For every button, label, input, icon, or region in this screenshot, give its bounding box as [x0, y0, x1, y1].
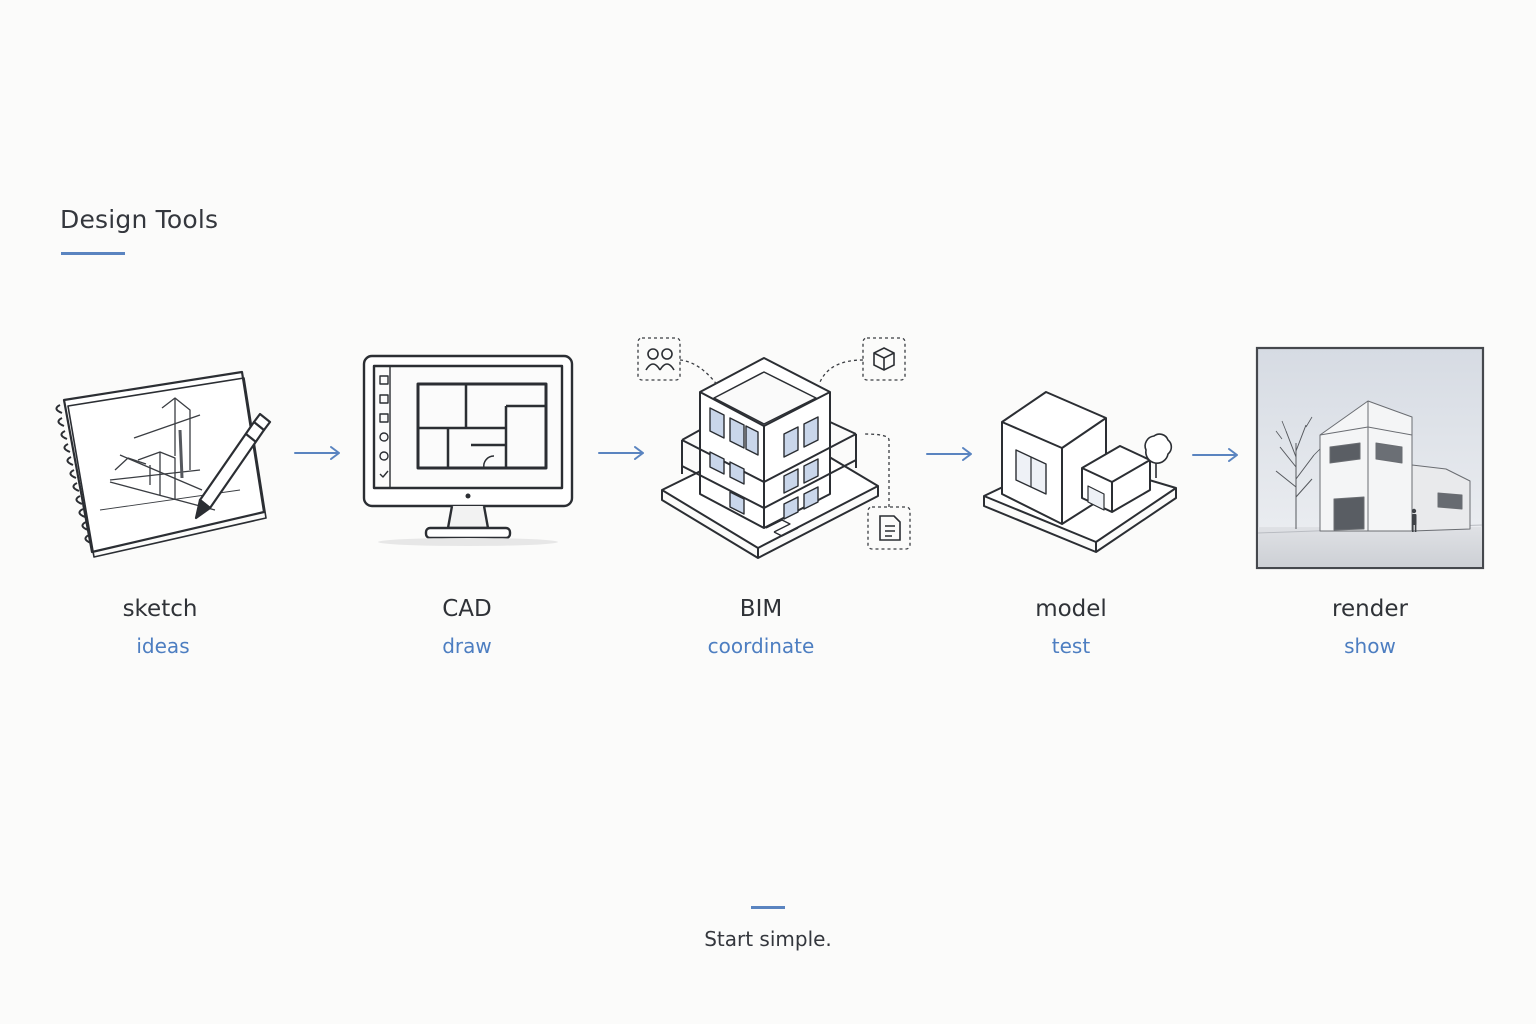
isometric-building-icon [637, 337, 911, 559]
arrow-right-icon [294, 446, 340, 460]
step-sub-show: show [1344, 634, 1396, 658]
step-model-illustration [980, 386, 1180, 556]
step-label-cad: CAD [442, 596, 492, 622]
arrow-right-icon [1192, 448, 1238, 462]
step-sketch-illustration [50, 360, 280, 560]
arrow-right-icon [598, 446, 644, 460]
cube-icon [873, 347, 895, 371]
sketchbook-pencil-icon [55, 370, 272, 558]
step-label-sketch: sketch [122, 596, 198, 622]
footer-divider [751, 906, 785, 909]
users-icon [645, 348, 675, 371]
step-render-illustration [1255, 346, 1485, 570]
step-cad-illustration [356, 350, 580, 550]
document-icon [879, 515, 901, 541]
step-label-model: model [1035, 596, 1107, 622]
page-title: Design Tools [60, 205, 219, 234]
step-sub-draw: draw [442, 634, 492, 658]
massing-model-icon [983, 391, 1177, 553]
step-label-bim: BIM [739, 596, 783, 622]
step-label-render: render [1332, 596, 1408, 622]
step-sub-coordinate: coordinate [707, 634, 815, 658]
step-sub-test: test [1051, 634, 1091, 658]
monitor-floorplan-icon [362, 354, 574, 546]
title-underline [61, 252, 125, 255]
arrow-right-icon [926, 447, 972, 461]
step-bim-illustration [634, 334, 916, 566]
step-sub-ideas: ideas [136, 634, 190, 658]
building-render-icon [1255, 346, 1485, 570]
footer-tagline: Start simple. [704, 927, 832, 951]
